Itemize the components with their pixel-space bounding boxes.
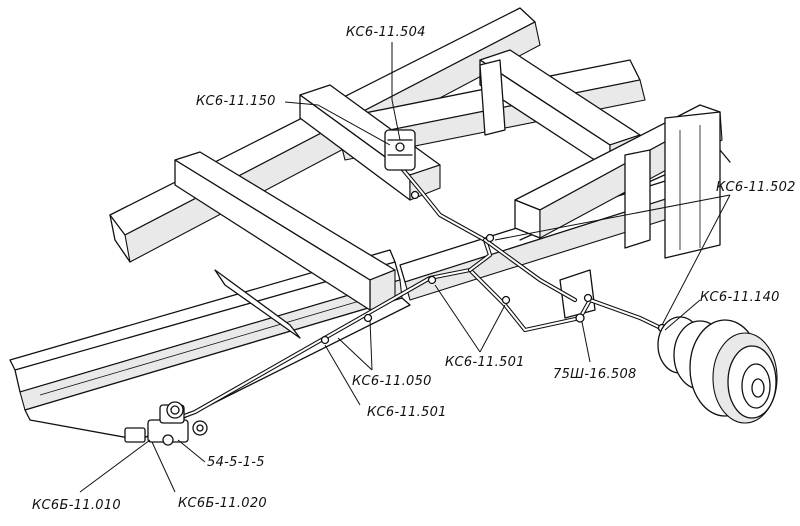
rear-posts [479, 59, 651, 319]
brake-chamber [657, 316, 778, 424]
leader-lines [79, 42, 731, 493]
label-ksb-11-150: КС6-11.150 [196, 94, 276, 109]
label-ksb-11-504: КС6-11.504 [346, 25, 426, 40]
label-75sh-16-508: 75Ш-16.508 [553, 367, 637, 382]
label-ksbb-11-020: КС6Б-11.020 [178, 496, 267, 511]
cross-member-front [174, 151, 396, 339]
valve-assembly [124, 401, 208, 446]
label-ksb-11-050: КС6-11.050 [352, 374, 432, 389]
label-ksb-11-140: КС6-11.140 [700, 290, 780, 305]
top-bracket [384, 129, 416, 171]
label-ksb-11-501-mid: КС6-11.501 [445, 355, 525, 370]
left-longitudinal-rail [9, 249, 411, 441]
label-ksb-11-502: КС6-11.502 [716, 180, 796, 195]
label-54-5-1-5: 54-5-1-5 [207, 455, 265, 470]
label-ksb-11-501-low: КС6-11.501 [367, 405, 447, 420]
label-ksbb-11-010: КС6Б-11.010 [32, 498, 121, 513]
